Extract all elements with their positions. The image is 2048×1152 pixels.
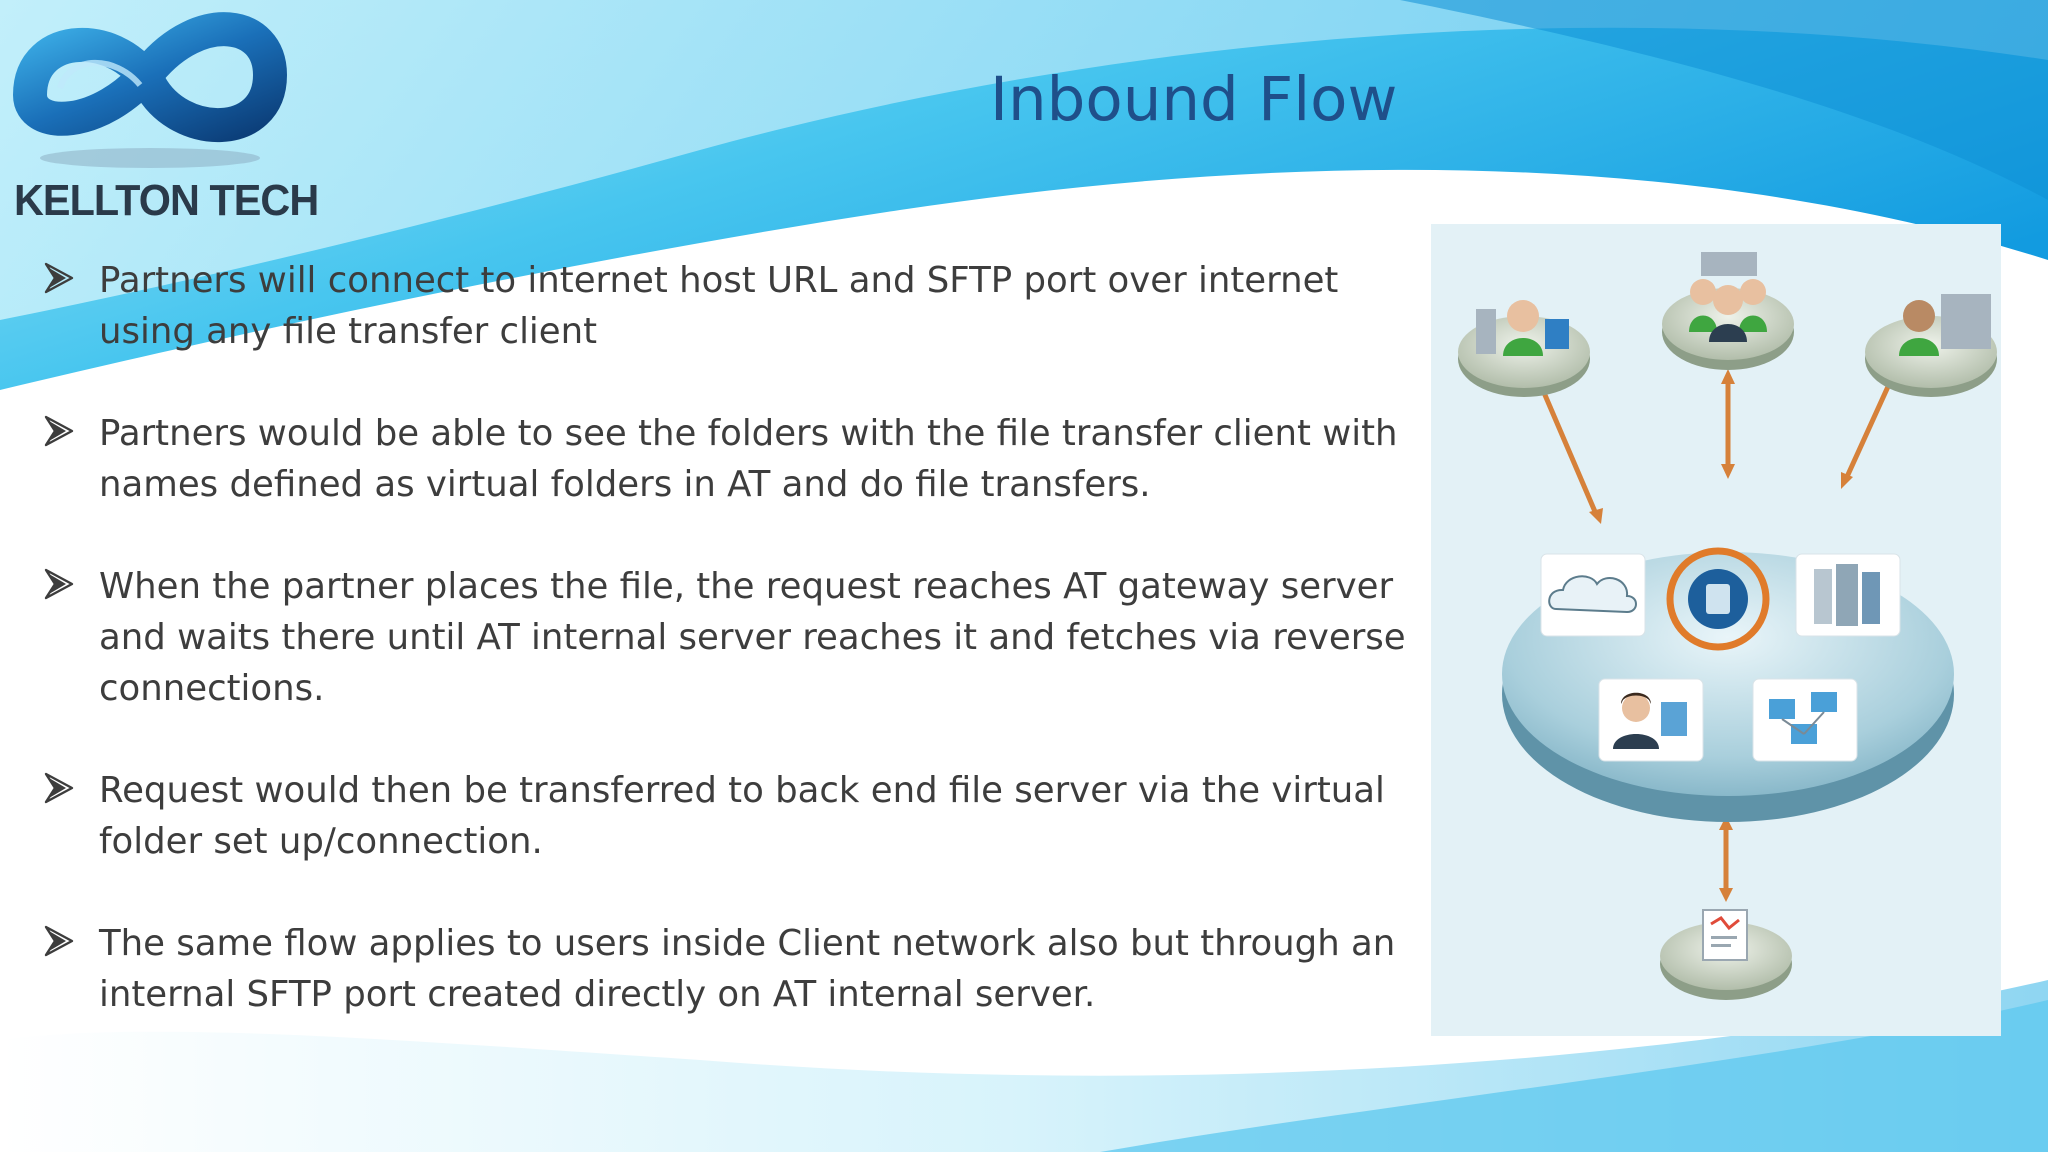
- arrowhead-bullet-icon: [44, 415, 74, 447]
- cloud-tile-icon: [1540, 553, 1646, 637]
- bullet-text: The same flow applies to users inside Cl…: [99, 923, 1396, 1015]
- connector-arrows: [1533, 367, 1899, 894]
- arrowhead-bullet-icon: [44, 772, 74, 804]
- partner-group-top-icon: [1662, 252, 1794, 370]
- brand-name: KELLTON TECH: [14, 176, 319, 225]
- partner-node-left-icon: [1458, 300, 1590, 397]
- bullet-text: Partners would be able to see the folder…: [99, 413, 1398, 505]
- bullet-item: Partners would be able to see the folder…: [40, 408, 1420, 510]
- bullet-item: The same flow applies to users inside Cl…: [40, 918, 1420, 1020]
- bullet-item: When the partner places the file, the re…: [40, 561, 1420, 714]
- arrowhead-bullet-icon: [44, 262, 74, 294]
- bullet-list: Partners will connect to internet host U…: [40, 255, 1420, 1071]
- bullet-text: Request would then be transferred to bac…: [99, 770, 1385, 862]
- arrowhead-bullet-icon: [44, 925, 74, 957]
- partner-node-right-icon: [1865, 294, 1997, 397]
- user-tile-icon: [1598, 678, 1704, 762]
- infinity-logo-icon: [12, 12, 288, 168]
- bullet-item: Partners will connect to internet host U…: [40, 255, 1420, 357]
- network-tile-icon: [1752, 678, 1858, 762]
- hub-ring-icon: [1666, 547, 1770, 651]
- bullet-text: Partners will connect to internet host U…: [99, 260, 1339, 352]
- server-rack-tile-icon: [1795, 553, 1901, 637]
- arrowhead-bullet-icon: [44, 568, 74, 600]
- bullet-item: Request would then be transferred to bac…: [40, 765, 1420, 867]
- bullet-text: When the partner places the file, the re…: [99, 566, 1406, 709]
- file-server-node-icon: [1660, 909, 1792, 1000]
- slide-title: Inbound Flow: [990, 64, 1398, 135]
- inbound-flow-diagram: [1431, 224, 2001, 1036]
